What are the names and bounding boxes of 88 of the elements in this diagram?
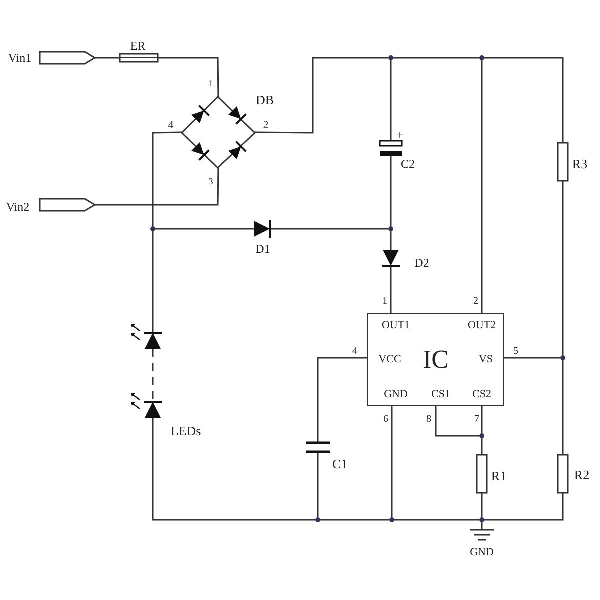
component-label: GND <box>470 548 494 558</box>
wire <box>152 132 182 226</box>
wire <box>562 181 564 356</box>
wire <box>390 60 392 141</box>
wire <box>504 357 560 359</box>
wire <box>481 522 483 530</box>
component-label: R3 <box>572 158 588 170</box>
pin-label: CS2 <box>472 390 492 400</box>
resistor-symbol <box>557 142 569 182</box>
pin-label: VCC <box>378 354 402 366</box>
dashed-wire <box>152 349 154 402</box>
terminal-label: Vin2 <box>6 201 30 213</box>
wire <box>152 418 316 521</box>
pin-number: 3 <box>208 178 214 186</box>
ic-chip <box>367 313 504 406</box>
wire <box>481 406 483 434</box>
component-label: C1 <box>332 458 348 470</box>
fuse-symbol <box>119 53 159 63</box>
junction-dot <box>388 56 394 60</box>
wire <box>484 57 564 143</box>
component-label: R1 <box>491 470 507 482</box>
wire <box>484 493 564 521</box>
pin-number: 8 <box>426 415 432 425</box>
pin-number: 6 <box>384 415 388 425</box>
pin-number: 2 <box>263 120 269 132</box>
pin-number: 4 <box>168 120 174 132</box>
led-symbol <box>131 393 162 418</box>
pin-number: 7 <box>474 415 480 425</box>
wire <box>390 267 392 313</box>
capacitor-symbol <box>304 442 332 454</box>
junction-dot <box>560 356 566 360</box>
junction-dot <box>150 226 156 232</box>
wire <box>152 232 154 333</box>
wire <box>156 228 254 230</box>
wire <box>481 60 483 313</box>
pin-number: 1 <box>382 297 388 307</box>
wire <box>394 57 480 59</box>
junction-dot <box>316 518 320 522</box>
component-label: ER <box>130 40 146 52</box>
wire <box>317 357 367 443</box>
diode-symbol <box>382 250 400 267</box>
polarity-mark: + <box>396 128 404 142</box>
pin-number: 5 <box>514 347 518 357</box>
component-label: D1 <box>256 243 270 255</box>
junction-dot <box>480 434 484 438</box>
junction-dot <box>388 226 394 232</box>
pin-label: VS <box>478 354 494 366</box>
wire <box>481 438 483 455</box>
component-label: R2 <box>574 468 590 482</box>
input-terminal-symbol <box>39 51 96 65</box>
wire <box>562 360 564 455</box>
ground-symbol <box>469 529 495 541</box>
pin-label: CS1 <box>432 390 450 400</box>
wire <box>394 519 480 521</box>
resistor-symbol <box>557 454 569 494</box>
pin-label: OUT2 <box>468 320 496 332</box>
junction-dot <box>390 518 394 522</box>
wire <box>95 57 120 59</box>
junction-dot <box>480 56 484 60</box>
pin-number: 4 <box>352 347 358 357</box>
wire <box>390 232 392 250</box>
wire <box>255 57 388 134</box>
pin-label: GND <box>384 390 408 400</box>
wire <box>317 452 319 518</box>
wire <box>95 168 220 206</box>
resistor-symbol <box>476 454 488 494</box>
pin-label: OUT1 <box>382 320 410 332</box>
capacitor-symbol <box>379 140 403 156</box>
wire <box>158 57 220 98</box>
input-terminal-symbol <box>39 198 96 212</box>
bridge-rectifier-symbol <box>180 96 256 170</box>
wire <box>390 156 392 226</box>
terminal-label: Vin1 <box>8 52 32 64</box>
component-label: C2 <box>401 158 415 170</box>
wire <box>271 228 388 230</box>
wire <box>435 406 480 437</box>
chip-label: IC <box>423 347 449 373</box>
junction-dot <box>480 518 484 522</box>
wire <box>391 406 393 518</box>
pin-number: 2 <box>474 297 478 307</box>
component-label: LEDs <box>170 424 202 438</box>
component-label: D2 <box>414 257 430 269</box>
led-symbol <box>131 324 162 349</box>
component-label: DB <box>256 94 274 106</box>
wire <box>320 519 390 521</box>
wire <box>481 493 483 518</box>
diode-symbol <box>254 220 271 238</box>
pin-number: 1 <box>208 80 214 88</box>
